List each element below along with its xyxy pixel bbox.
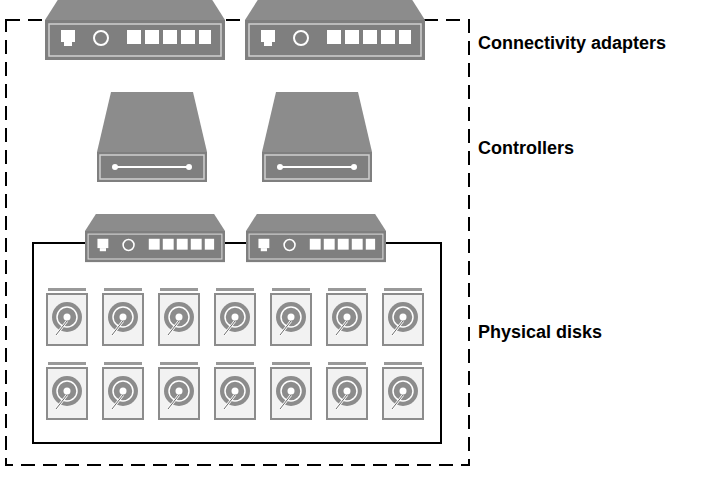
adapter-device [245, 0, 425, 60]
disk-icon [383, 288, 423, 345]
disk-icon [47, 288, 87, 345]
disk-icon [103, 288, 143, 345]
disk-icon [159, 288, 199, 345]
controller-device [97, 92, 207, 182]
enclosure-adapter [85, 214, 225, 262]
array-boundary [6, 20, 469, 465]
enclosure-adapter [246, 214, 386, 262]
controller-device [262, 92, 372, 182]
disk-icon [271, 288, 311, 345]
disk-icon [215, 288, 255, 345]
disk-icon [327, 362, 367, 419]
disk-icon [103, 362, 143, 419]
disk-icon [159, 362, 199, 419]
row-label: Controllers [478, 138, 574, 159]
disk-icon [271, 362, 311, 419]
disk-icon [383, 362, 423, 419]
disk-icon [215, 362, 255, 419]
disk-icon [327, 288, 367, 345]
row-label: Physical disks [478, 322, 602, 343]
disk-enclosure [33, 243, 441, 443]
row-label: Connectivity adapters [478, 33, 666, 54]
adapter-device [45, 0, 225, 60]
disk-icon [47, 362, 87, 419]
